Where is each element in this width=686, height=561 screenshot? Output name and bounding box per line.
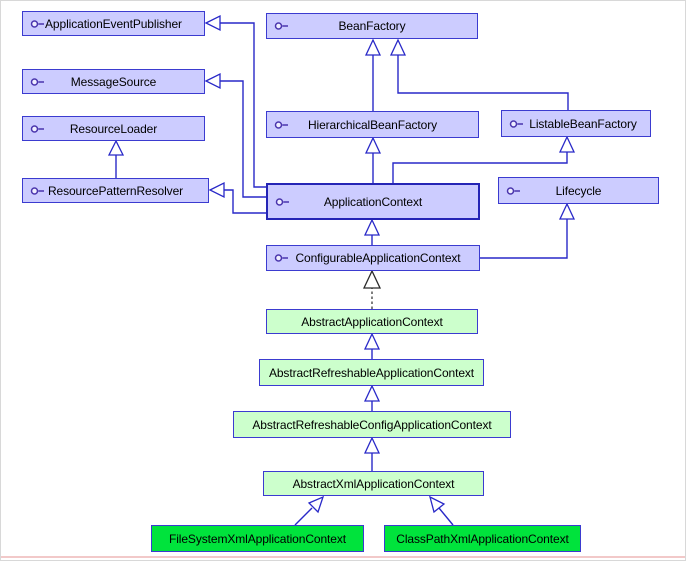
interface-icon: [30, 123, 46, 135]
edge-applicationcontext-extends-hierarchicalbeanfactory: [364, 136, 382, 183]
node-label: BeanFactory: [338, 19, 406, 33]
edge-configurableapplicationcontext-extends-applicationcontext: [363, 218, 381, 245]
edge-abstractapplicationcontext-implements-configurableapplicationcontext: [362, 269, 382, 309]
node-label: ApplicationContext: [323, 194, 423, 209]
node-application-context: ApplicationContext: [266, 183, 480, 220]
node-abstract-xml-application-context: AbstractXmlApplicationContext: [263, 471, 484, 496]
node-label: ApplicationEventPublisher: [45, 16, 182, 31]
node-label: AbstractXmlApplicationContext: [292, 476, 455, 491]
node-label: Lifecycle: [555, 183, 602, 198]
node-abstract-application-context: AbstractApplicationContext: [266, 309, 478, 334]
edge-applicationcontext-extends-messagesource: [204, 72, 266, 198]
edge-configurableapplicationcontext-extends-lifecycle: [480, 202, 576, 259]
interface-icon: [509, 118, 525, 130]
node-label: HierarchicalBeanFactory: [307, 117, 438, 132]
interface-icon: [506, 185, 522, 197]
node-label: AbstractRefreshableApplicationContext: [268, 365, 475, 380]
interface-icon: [275, 196, 291, 208]
node-resource-loader: ResourceLoader: [22, 116, 205, 141]
edge-resourcepatternresolver-extends-resourceloader: [107, 139, 125, 178]
edge-abstractrefreshableconfigapplicationcontext-extends-abstractrefreshableapplicationcontext: [363, 384, 381, 411]
interface-icon: [30, 18, 46, 30]
edge-hierarchicalbeanfactory-extends-beanfactory: [364, 38, 382, 111]
edge-filesystemxmlapplicationcontext-extends-abstractxmlapplicationcontext: [294, 495, 325, 526]
edge-listablebeanfactory-extends-beanfactory: [389, 38, 569, 110]
node-label: ListableBeanFactory: [529, 116, 637, 131]
node-abstract-refreshable-config-application-context: AbstractRefreshableConfigApplicationCont…: [233, 411, 511, 438]
interface-icon: [274, 119, 290, 131]
edge-abstractxmlapplicationcontext-extends-abstractrefreshableconfigapplicationcontext: [363, 436, 381, 471]
node-label: ClassPathXmlApplicationContext: [396, 531, 569, 546]
interface-icon: [30, 185, 46, 197]
edge-abstractrefreshableapplicationcontext-extends-abstractapplicationcontext: [363, 332, 381, 359]
node-label: AbstractApplicationContext: [301, 314, 443, 329]
node-label: ResourceLoader: [69, 121, 158, 136]
interface-icon: [274, 252, 290, 264]
interface-icon: [30, 76, 46, 88]
node-abstract-refreshable-application-context: AbstractRefreshableApplicationContext: [259, 359, 484, 386]
edge-classpathxmlapplicationcontext-extends-abstractxmlapplicationcontext: [429, 495, 454, 526]
edge-applicationcontext-extends-resourcepatternresolver: [208, 181, 266, 214]
node-resource-pattern-resolver: ResourcePatternResolver: [22, 178, 209, 203]
interface-icon: [274, 20, 290, 32]
edge-applicationcontext-extends-listablebeanfactory: [392, 135, 576, 183]
node-label: ConfigurableApplicationContext: [295, 251, 461, 265]
node-message-source: MessageSource: [22, 69, 205, 94]
node-lifecycle: Lifecycle: [498, 177, 659, 204]
node-label: MessageSource: [70, 74, 157, 89]
node-label: ResourcePatternResolver: [47, 183, 184, 198]
node-application-event-publisher: ApplicationEventPublisher: [22, 11, 205, 36]
node-configurable-application-context: ConfigurableApplicationContext: [266, 245, 480, 271]
node-label: AbstractRefreshableConfigApplicationCont…: [252, 417, 492, 432]
node-hierarchical-bean-factory: HierarchicalBeanFactory: [266, 111, 479, 138]
node-bean-factory: BeanFactory: [266, 13, 478, 39]
node-label: FileSystemXmlApplicationContext: [169, 531, 346, 546]
node-listable-bean-factory: ListableBeanFactory: [501, 110, 651, 137]
node-file-system-xml-application-context: FileSystemXmlApplicationContext: [151, 525, 364, 552]
node-class-path-xml-application-context: ClassPathXmlApplicationContext: [384, 525, 581, 552]
bottom-divider: [1, 556, 685, 558]
edge-applicationcontext-extends-applicationeventpublisher: [204, 14, 266, 188]
